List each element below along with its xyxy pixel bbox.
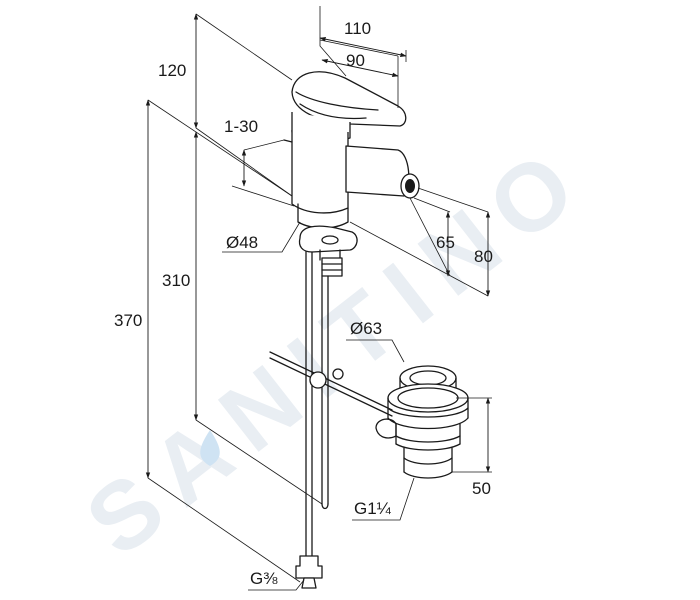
- lever-handle: [291, 71, 407, 127]
- label-adjust-range: 1-30: [224, 117, 258, 136]
- label-waste-thread: G1¼: [354, 499, 392, 518]
- dimension-lines: [145, 6, 492, 591]
- faucet-body: [283, 71, 420, 277]
- label-base-diameter: Ø48: [226, 233, 258, 252]
- hose-fitting: [295, 555, 323, 579]
- link-rod: [269, 351, 393, 417]
- supply-hoses: [269, 251, 393, 589]
- label-spout-height-high: 80: [474, 247, 493, 266]
- label-width-lever: 90: [346, 51, 365, 70]
- faucet-column: [291, 130, 349, 214]
- label-total-height: 370: [114, 311, 142, 330]
- label-spout-height-low: 65: [436, 233, 455, 252]
- label-height-lever: 120: [158, 61, 186, 80]
- label-width-total: 110: [344, 19, 371, 38]
- mounting-bracket: [298, 225, 358, 253]
- label-body-height: 310: [162, 271, 190, 290]
- waste-valve: [375, 365, 469, 479]
- dimension-labels: 110 90 120 1-30 Ø48 65 80 310 370 Ø63 50…: [114, 19, 493, 588]
- label-waste-diameter: Ø63: [350, 319, 382, 338]
- water-drop-icon: [200, 430, 220, 466]
- spout: [345, 145, 410, 197]
- label-hose-thread: G⅜: [250, 569, 278, 588]
- label-waste-height: 50: [472, 479, 491, 498]
